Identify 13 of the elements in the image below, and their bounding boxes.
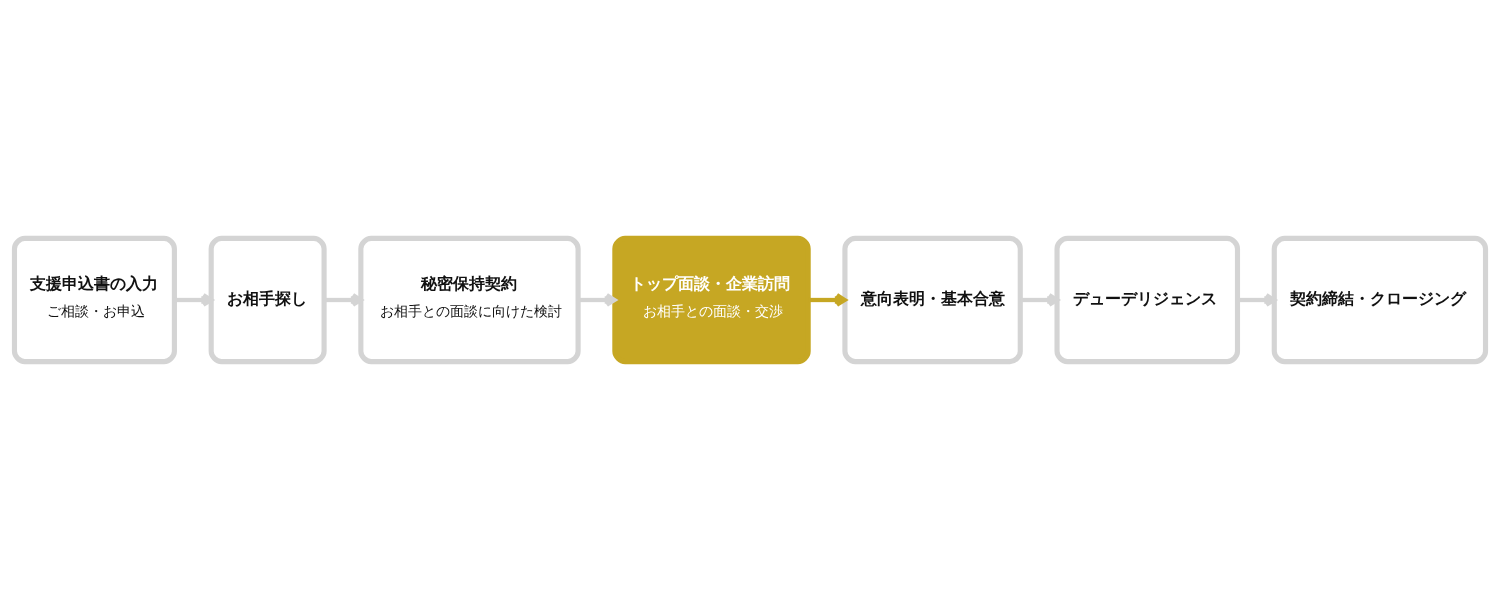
node-box: 秘密保持契約 お相手との面談に向けた検討 <box>358 235 581 365</box>
node-box: 支援申込書の入力 ご相談・お申込 <box>11 235 177 365</box>
arrow <box>324 293 363 307</box>
node-box: お相手探し <box>208 235 327 365</box>
node-box: 契約締結・クロージング <box>1271 235 1489 365</box>
node-box: 意向表明・基本合意 <box>842 235 1023 365</box>
node-box: トップ面談・企業訪問 お相手との面談・交渉 <box>612 235 811 365</box>
arrow <box>578 293 617 307</box>
arrow <box>808 293 847 307</box>
node-box: デューデリジェンス <box>1054 235 1241 365</box>
arrow <box>1237 293 1277 307</box>
arrow <box>174 293 214 307</box>
arrow <box>1020 293 1060 307</box>
